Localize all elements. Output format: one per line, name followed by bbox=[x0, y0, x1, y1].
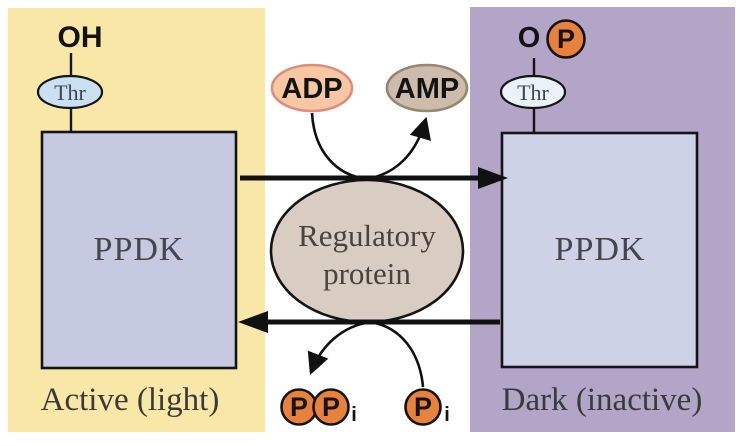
ppi-label-1: P bbox=[290, 392, 308, 422]
top-phosphate-label: P bbox=[557, 24, 575, 54]
top-phosphate-circle bbox=[546, 19, 586, 59]
oxygen-label: O bbox=[518, 22, 541, 54]
right-ppdk-box bbox=[500, 131, 699, 369]
ppi-exit-curve-arrow bbox=[307, 320, 372, 376]
left-ppdk-label: PPDK bbox=[94, 231, 185, 268]
pi-circle bbox=[404, 388, 442, 426]
adp-oval bbox=[272, 65, 352, 111]
left-ppdk-box bbox=[40, 130, 238, 370]
left-thr-label: Thr bbox=[54, 80, 86, 105]
ppi-label-2: P bbox=[322, 392, 340, 422]
right-ppdk-label: PPDK bbox=[555, 231, 646, 268]
amp-label: AMP bbox=[395, 73, 459, 105]
inactivation-arrowhead-icon bbox=[478, 167, 508, 189]
regulatory-protein-label-line2: protein bbox=[323, 256, 411, 291]
amp-oval bbox=[387, 65, 467, 111]
dark-caption: Dark (inactive) bbox=[502, 382, 703, 418]
adp-entry-curve bbox=[310, 112, 368, 181]
adp-oval-border bbox=[270, 63, 354, 113]
pi-label: P bbox=[414, 392, 432, 422]
right-thr-label: Thr bbox=[517, 80, 549, 105]
adp-label: ADP bbox=[281, 73, 342, 105]
pi-entry-curve bbox=[368, 320, 425, 388]
pi-subscript: i bbox=[444, 404, 450, 426]
ppi-subscript: i bbox=[351, 404, 357, 426]
amp-exit-curve-arrow bbox=[364, 116, 431, 181]
hydroxyl-label: OH bbox=[58, 21, 103, 54]
active-caption: Active (light) bbox=[41, 382, 220, 418]
amp-oval-border bbox=[385, 63, 469, 113]
regulatory-protein-label-line1: Regulatory bbox=[298, 218, 436, 253]
ppi-circle-2 bbox=[312, 388, 350, 426]
activation-arrowhead-icon bbox=[238, 311, 268, 333]
